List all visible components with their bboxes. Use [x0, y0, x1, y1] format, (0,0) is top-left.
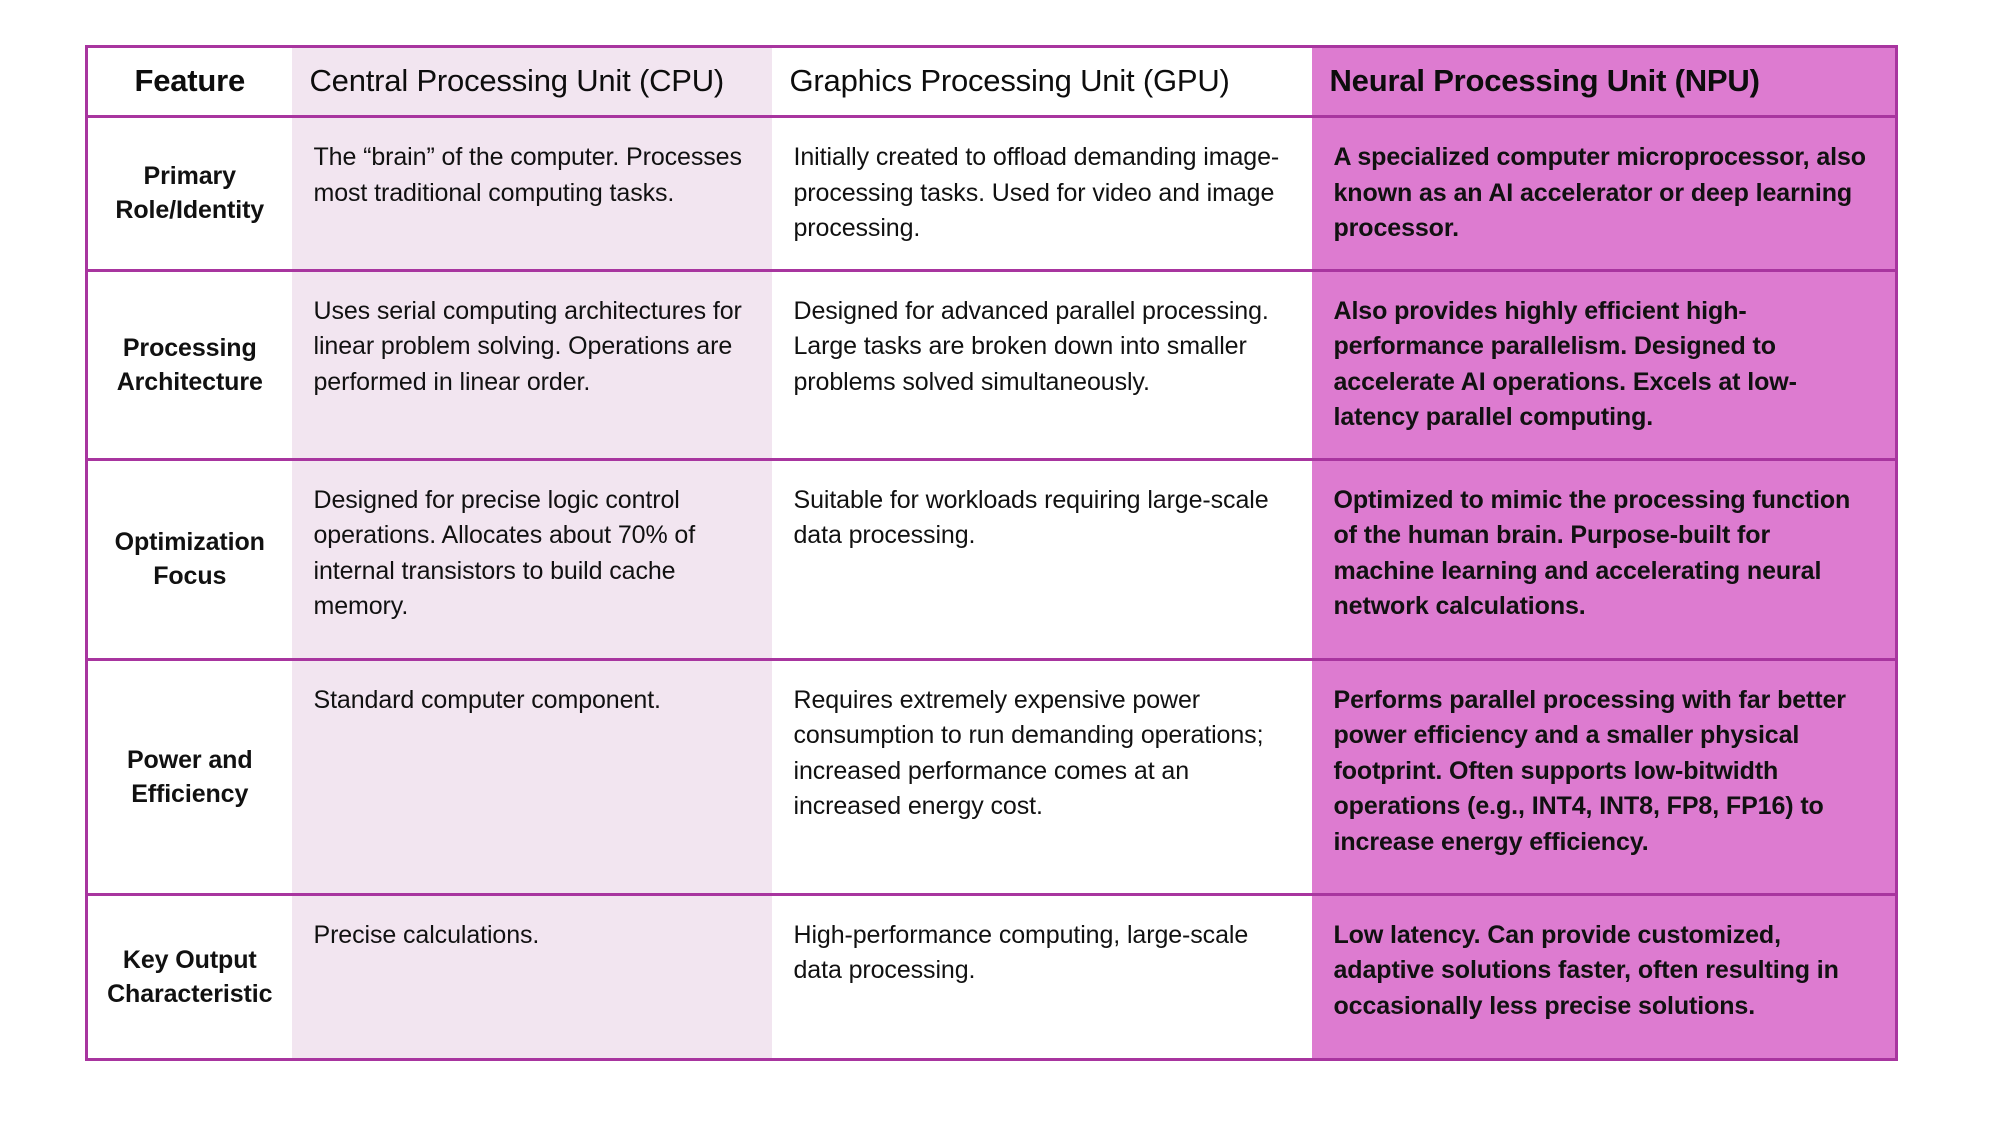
cell-cpu-key-output-characteristic: Precise calculations. — [291, 894, 772, 1060]
row-label-key-output-characteristic: Key Output Characteristic — [86, 894, 292, 1060]
cell-gpu-key-output-characteristic: High-performance computing, large-scale … — [771, 894, 1312, 1060]
cell-gpu-primary-role-identity: Initially created to offload demanding i… — [771, 116, 1312, 272]
row-label-optimization-focus: Optimization Focus — [86, 459, 292, 661]
table-row: Processing Architecture Uses serial comp… — [86, 270, 1897, 461]
column-header-feature: Feature — [86, 46, 292, 119]
cell-gpu-optimization-focus: Suitable for workloads requiring large-s… — [771, 459, 1312, 661]
table-row: Optimization Focus Designed for precise … — [86, 459, 1897, 661]
row-label-processing-architecture: Processing Architecture — [86, 270, 292, 461]
table-row: Power and Efficiency Standard computer c… — [86, 659, 1897, 896]
cell-npu-primary-role-identity: A specialized computer microprocessor, a… — [1311, 116, 1897, 272]
comparison-table-container: Feature Central Processing Unit (CPU) Gr… — [85, 45, 1898, 1061]
cell-npu-optimization-focus: Optimized to mimic the processing functi… — [1311, 459, 1897, 661]
table-row: Key Output Characteristic Precise calcul… — [86, 894, 1897, 1060]
cell-cpu-power-and-efficiency: Standard computer component. — [291, 659, 772, 896]
table-header-row: Feature Central Processing Unit (CPU) Gr… — [86, 46, 1897, 119]
cell-npu-processing-architecture: Also provides highly efficient high-perf… — [1311, 270, 1897, 461]
row-label-primary-role-identity: Primary Role/Identity — [86, 116, 292, 272]
table-body: Primary Role/Identity The “brain” of the… — [86, 116, 1897, 1060]
cell-cpu-primary-role-identity: The “brain” of the computer. Processes m… — [291, 116, 772, 272]
cell-cpu-processing-architecture: Uses serial computing architectures for … — [291, 270, 772, 461]
processor-comparison-table: Feature Central Processing Unit (CPU) Gr… — [85, 45, 1898, 1061]
column-header-npu: Neural Processing Unit (NPU) — [1311, 46, 1897, 119]
cell-cpu-optimization-focus: Designed for precise logic control opera… — [291, 459, 772, 661]
column-header-gpu: Graphics Processing Unit (GPU) — [771, 46, 1312, 119]
cell-npu-power-and-efficiency: Performs parallel processing with far be… — [1311, 659, 1897, 896]
cell-gpu-processing-architecture: Designed for advanced parallel processin… — [771, 270, 1312, 461]
cell-gpu-power-and-efficiency: Requires extremely expensive power consu… — [771, 659, 1312, 896]
table-row: Primary Role/Identity The “brain” of the… — [86, 116, 1897, 272]
column-header-cpu: Central Processing Unit (CPU) — [291, 46, 772, 119]
cell-npu-key-output-characteristic: Low latency. Can provide customized, ada… — [1311, 894, 1897, 1060]
row-label-power-and-efficiency: Power and Efficiency — [86, 659, 292, 896]
